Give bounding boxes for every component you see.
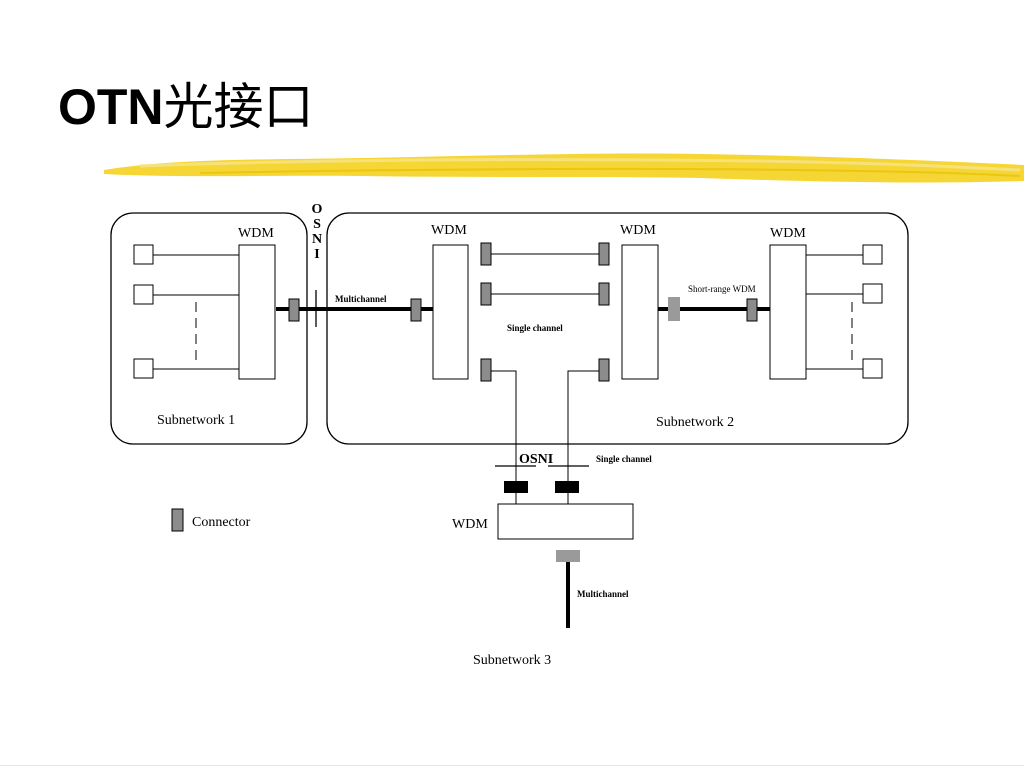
connectors [288,242,758,382]
multichannel-label-top: Multichannel [335,294,387,304]
wdm-box-5 [497,503,634,540]
connector [598,358,610,382]
subnetwork-3-label: Subnetwork 3 [473,653,551,668]
title-cjk: 光接口 [163,78,314,136]
connector [746,298,758,322]
single-channel-connector-left [504,481,528,493]
wdm-box-3 [621,244,659,380]
connector [410,298,422,322]
multichannel-connector [556,550,580,562]
footer-divider [0,765,1024,766]
legend-connector-icon [171,508,184,532]
wdm-label-3: WDM [620,223,656,238]
multichannel-label-bottom: Multichannel [577,589,629,599]
connector [598,282,610,306]
wdm-box-2 [432,244,469,380]
single-channel-label-bottom: Single channel [596,454,652,464]
connector [480,282,492,306]
connector [288,298,300,322]
highlighter-stroke [104,153,1024,183]
wdm-box-4 [769,244,807,380]
single-channel-label-center: Single channel [507,323,563,333]
wdm-label-4: WDM [770,226,806,241]
wdm-box-1 [238,244,276,380]
slide-title: OTN光接口 [58,82,314,132]
connector [598,242,610,266]
subnetwork-1-terminals [133,244,239,379]
subnetwork-2-terminals [806,244,883,379]
single-channel-connector-right [555,481,579,493]
connector [480,242,492,266]
wdm-label-1: WDM [238,226,274,241]
osni-label-vertical: OSNI [310,202,325,262]
wdm-label-5: WDM [452,517,488,532]
subnetwork-2-box [326,212,909,445]
subnetwork-1-label: Subnetwork 1 [157,413,235,428]
connector [480,358,492,382]
short-range-wdm-label: Short-range WDM [688,284,756,294]
subnetwork-2-label: Subnetwork 2 [656,415,734,430]
title-latin: OTN [58,79,164,135]
short-range-connector [668,297,680,321]
osni-label-bottom: OSNI [519,452,553,467]
wdm-label-2: WDM [431,223,467,238]
subnetwork-1-box [110,212,308,445]
legend-connector-label: Connector [192,515,251,530]
